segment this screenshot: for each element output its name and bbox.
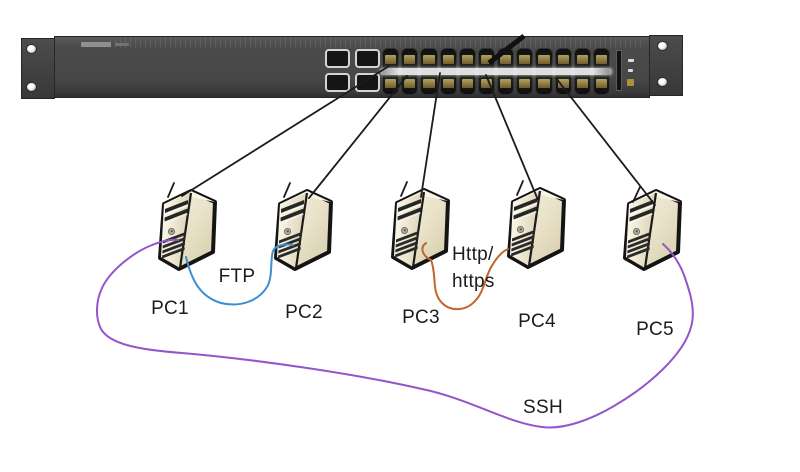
sfp-port bbox=[355, 73, 380, 92]
pc2-tower-icon bbox=[274, 189, 333, 271]
cable-stub bbox=[167, 182, 175, 198]
pc5-label: PC5 bbox=[636, 319, 674, 340]
pc2-label: PC2 bbox=[285, 302, 323, 323]
pc5-tower-icon bbox=[623, 189, 682, 271]
status-led bbox=[628, 69, 633, 72]
pc3-label: PC3 bbox=[402, 307, 440, 328]
sfp-port-block bbox=[325, 49, 380, 92]
cable-stub bbox=[516, 180, 524, 196]
pc4-label: PC4 bbox=[518, 311, 556, 332]
brand-text-smudge bbox=[81, 42, 111, 47]
sfp-port bbox=[325, 73, 350, 92]
sfp-port bbox=[325, 49, 350, 68]
stack-slot bbox=[616, 50, 622, 91]
http-label-line1: Http/ bbox=[452, 244, 494, 265]
vent-ridges bbox=[110, 38, 643, 48]
cable-stub bbox=[400, 181, 408, 197]
port-latch-stripe bbox=[380, 68, 612, 75]
pc4-tower-icon bbox=[507, 187, 566, 269]
console-port bbox=[627, 79, 634, 86]
http-label-line2: https bbox=[452, 271, 495, 292]
pc1-label: PC1 bbox=[151, 298, 189, 319]
switch-body bbox=[54, 36, 650, 98]
ssh-connection-curve bbox=[96, 238, 694, 429]
ftp-label: FTP bbox=[218, 266, 256, 287]
ssh-label: SSH bbox=[523, 397, 563, 418]
screw-icon bbox=[657, 41, 668, 51]
management-panel bbox=[615, 48, 649, 95]
sfp-port bbox=[355, 49, 380, 68]
cable-stub bbox=[283, 182, 291, 198]
rack-mount-ear-right bbox=[649, 35, 683, 96]
brand-text-smudge bbox=[115, 43, 129, 46]
pc3-tower-icon bbox=[391, 188, 450, 270]
network-switch bbox=[21, 35, 683, 99]
status-led bbox=[628, 59, 634, 62]
rack-mount-ear-left bbox=[21, 38, 55, 99]
pc1-tower-icon bbox=[158, 189, 217, 271]
cable-stub bbox=[632, 186, 641, 203]
screw-icon bbox=[26, 82, 37, 92]
screw-icon bbox=[657, 77, 668, 87]
http-label: Http/ https bbox=[452, 241, 495, 295]
screw-icon bbox=[26, 44, 37, 54]
